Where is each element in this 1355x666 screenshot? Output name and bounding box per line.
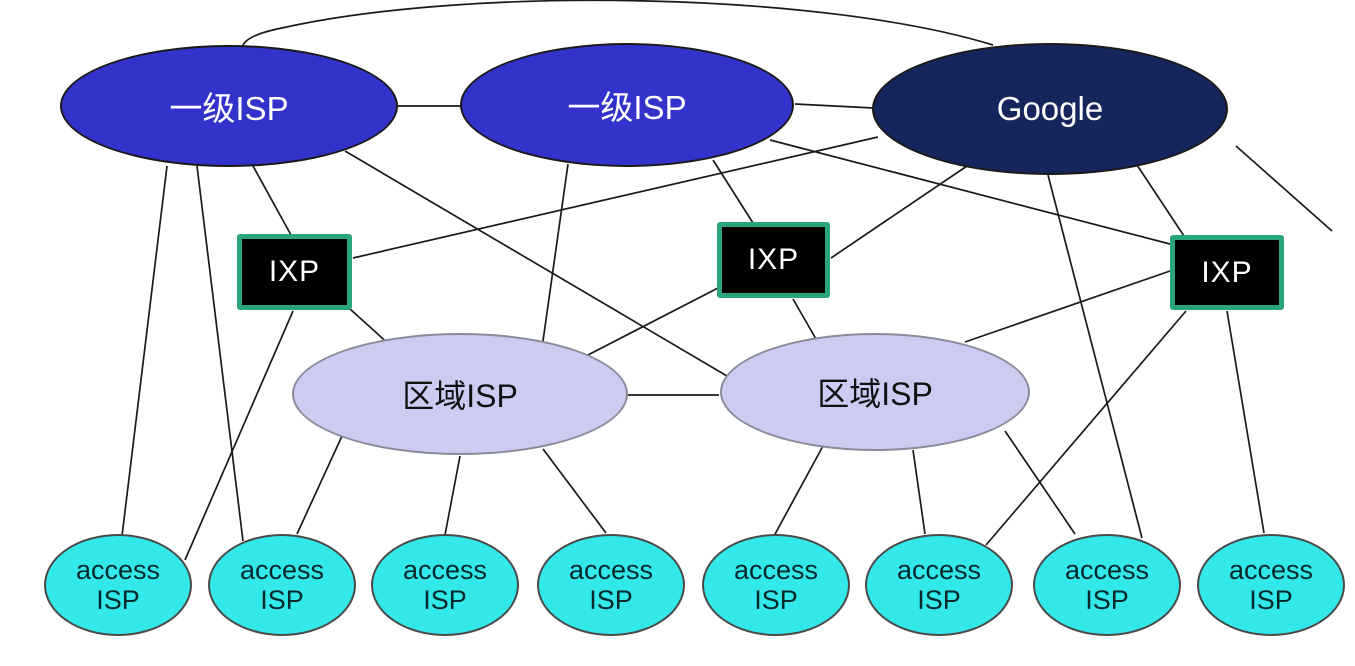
access-isp-8-label: access ISP (1228, 554, 1314, 615)
ixp-2-label: IXP (747, 243, 800, 276)
regional-isp-a-node: 区域ISP (292, 333, 628, 455)
edge-tier1-a-regional-b (344, 150, 728, 377)
regional-isp-b-label: 区域ISP (817, 376, 933, 412)
edge-tier1-a-access-1 (121, 165, 168, 537)
ixp-1-node: IXP (237, 234, 352, 310)
access-isp-7-node: access ISP (1033, 534, 1181, 636)
edge-tier1-b-ixp-3 (769, 139, 1171, 245)
edge-google-ixp-3 (1136, 164, 1185, 237)
access-isp-8-node: access ISP (1197, 534, 1345, 636)
edge-google-ixp-2 (830, 165, 968, 259)
edge-regional-a-access-4 (542, 448, 607, 534)
regional-isp-b-node: 区域ISP (720, 333, 1030, 451)
edge-ixp-1-google (352, 136, 879, 259)
access-isp-6-label: access ISP (896, 554, 982, 615)
access-isp-5-node: access ISP (702, 534, 850, 636)
ixp-3-node: IXP (1170, 235, 1284, 310)
access-isp-4-node: access ISP (537, 534, 685, 636)
edge-ixp-2-regional-b (792, 298, 817, 340)
edge-google-access-7 (1047, 174, 1143, 539)
edge-ixp-3-access-6 (985, 310, 1187, 546)
edge-regional-a-access-3 (444, 455, 461, 536)
access-isp-1-label: access ISP (75, 554, 161, 615)
ixp-1-label: IXP (268, 255, 321, 288)
edge-regional-a-access-2 (296, 435, 343, 535)
edge-tier1-b-google (794, 103, 874, 109)
edge-regional-b-ixp-3 (964, 270, 1171, 343)
edge-regional-b-access-6 (912, 449, 926, 535)
access-isp-7-label: access ISP (1064, 554, 1150, 615)
access-isp-3-node: access ISP (371, 534, 519, 636)
access-isp-2-label: access ISP (239, 554, 325, 615)
edge-tier1-b-regional-a (542, 163, 569, 342)
ixp-2-node: IXP (717, 222, 830, 298)
edge-arc-tier1-a-google (241, 0, 994, 60)
tier1-isp-b-node: 一级ISP (460, 43, 794, 167)
edge-ixp-2-regional-a (585, 287, 719, 357)
access-isp-1-node: access ISP (44, 534, 192, 636)
edge-google-figure-edge (1235, 145, 1333, 232)
edge-tier1-a-access-2 (196, 165, 244, 542)
google-label: Google (996, 90, 1104, 127)
access-isp-4-label: access ISP (568, 554, 654, 615)
edge-regional-b-access-5 (773, 445, 824, 537)
edge-tier1-a-ixp-1 (252, 165, 292, 236)
google-node: Google (872, 43, 1228, 175)
edge-ixp-3-access-8 (1226, 310, 1265, 534)
regional-isp-a-label: 区域ISP (402, 378, 518, 414)
tier1-isp-b-label: 一级ISP (567, 89, 687, 126)
tier1-isp-a-label: 一级ISP (169, 90, 289, 127)
tier1-isp-a-node: 一级ISP (60, 45, 398, 167)
access-isp-5-label: access ISP (733, 554, 819, 615)
ixp-3-label: IXP (1201, 255, 1253, 289)
access-isp-3-label: access ISP (402, 554, 488, 615)
edge-tier1-b-ixp-2 (712, 159, 754, 224)
access-isp-2-node: access ISP (208, 534, 356, 636)
access-isp-6-node: access ISP (865, 534, 1013, 636)
edge-ixp-1-access-1 (184, 310, 294, 561)
edge-regional-b-access-7 (1004, 430, 1076, 535)
